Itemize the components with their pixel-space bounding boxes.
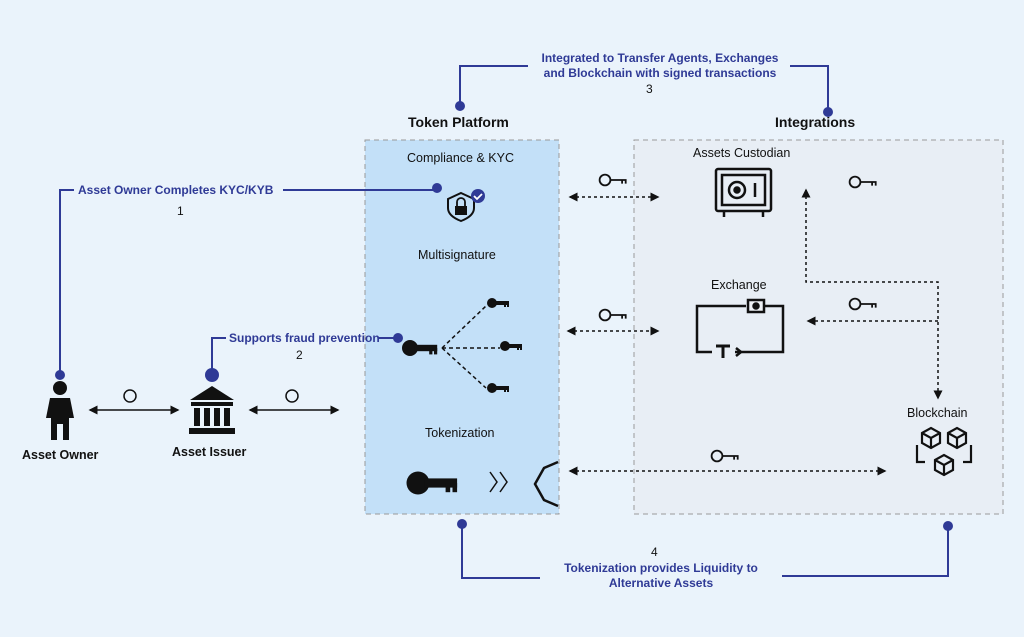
custodian-label: Assets Custodian bbox=[693, 146, 791, 160]
callout-1-text: Asset Owner Completes KYC/KYB bbox=[78, 183, 274, 197]
link-custodian-blockchain bbox=[801, 188, 943, 400]
callout-4-dot-right bbox=[943, 521, 953, 531]
callout-2-dot-platform bbox=[393, 333, 403, 343]
callout-3-line1: Integrated to Transfer Agents, Exchanges bbox=[541, 51, 779, 65]
token-platform-title: Token Platform bbox=[408, 114, 509, 130]
callout-3-dot-right bbox=[823, 107, 833, 117]
callout-2-text: Supports fraud prevention bbox=[229, 331, 380, 345]
compliance-label: Compliance & KYC bbox=[407, 151, 514, 165]
key-icon bbox=[598, 173, 628, 187]
callout-4-number: 4 bbox=[651, 545, 658, 559]
token-platform-box bbox=[364, 139, 560, 515]
multisig-branches bbox=[441, 305, 500, 389]
key-icon bbox=[598, 308, 628, 322]
tokenization-label: Tokenization bbox=[425, 426, 495, 440]
integrations-title: Integrations bbox=[775, 114, 856, 130]
exchange-icon bbox=[695, 298, 785, 358]
callout-4-line1: Tokenization provides Liquidity to bbox=[564, 561, 758, 575]
callout-1-dot-platform bbox=[432, 183, 442, 193]
coin-icon bbox=[123, 389, 137, 403]
callout-3-line2: and Blockchain with signed transactions bbox=[543, 66, 777, 80]
callout-1-dot-owner bbox=[55, 370, 65, 380]
callout-1-line bbox=[59, 189, 436, 375]
callout-2-dot-issuer bbox=[205, 368, 219, 382]
callout-4-line bbox=[461, 524, 949, 579]
safe-icon bbox=[714, 167, 773, 217]
callout-1-number: 1 bbox=[177, 204, 184, 218]
person-icon bbox=[46, 381, 74, 440]
asset-owner-label: Asset Owner bbox=[22, 448, 99, 462]
bank-icon bbox=[189, 386, 235, 434]
coin-icon bbox=[285, 389, 299, 403]
chevron-icon bbox=[489, 471, 508, 493]
token-icon bbox=[533, 460, 559, 508]
callout-3-line bbox=[459, 65, 829, 110]
callout-4-text: Tokenization provides Liquidity to Alter… bbox=[540, 561, 782, 591]
callout-3-text: Integrated to Transfer Agents, Exchanges… bbox=[528, 51, 792, 81]
exchange-label: Exchange bbox=[711, 278, 767, 292]
callout-4-dot-left bbox=[457, 519, 467, 529]
callout-2-number: 2 bbox=[296, 348, 303, 362]
blockchain-icon bbox=[915, 426, 973, 477]
callout-3-number: 3 bbox=[646, 82, 653, 96]
blockchain-label: Blockchain bbox=[907, 406, 968, 420]
asset-issuer-label: Asset Issuer bbox=[172, 445, 247, 459]
shield-lock-icon bbox=[447, 189, 485, 223]
callout-3-dot-left bbox=[455, 101, 465, 111]
multisig-label: Multisignature bbox=[418, 248, 496, 262]
callout-4-line2: Alternative Assets bbox=[608, 576, 714, 590]
